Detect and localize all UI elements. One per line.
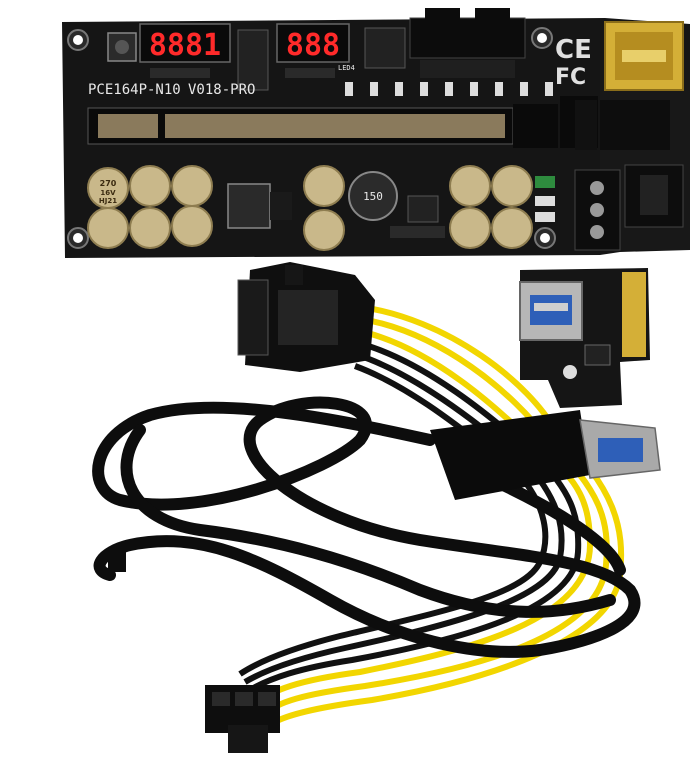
inductor-label: 150 xyxy=(363,190,383,203)
pcie-x1-adapter xyxy=(519,268,650,408)
display-left-digits: 8881 xyxy=(149,28,221,63)
sata-connector-board xyxy=(624,164,684,228)
mounting-hole xyxy=(67,29,89,51)
usb-port-board xyxy=(604,21,684,91)
board-version-label: V018-PRO xyxy=(188,82,255,98)
molex-connector xyxy=(574,169,621,251)
mounting-hole xyxy=(534,227,556,249)
ce-mark: CE xyxy=(555,35,592,65)
capacitor-code: HJ21 xyxy=(99,197,117,205)
reset-button xyxy=(107,32,137,62)
display-right: 888 xyxy=(276,23,350,63)
mounting-hole xyxy=(67,227,89,249)
pcie-slot xyxy=(87,96,598,148)
display-left: 8881 xyxy=(139,23,231,63)
power-cable xyxy=(205,262,625,753)
led-label: LED4 xyxy=(338,64,355,72)
capacitor-cluster-left: 270 16V HJ21 xyxy=(87,165,213,249)
power-socket-top xyxy=(409,8,526,78)
sata-power-plug xyxy=(237,262,375,372)
fcc-mark: FC xyxy=(555,65,586,90)
capacitor-cluster-middle xyxy=(303,165,345,251)
riser-board: 8881 888 PCE164P-N10 V018-PRO LED4 xyxy=(62,8,690,258)
capacitor-rating: 16V xyxy=(100,189,116,197)
board-model-label: PCE164P-N10 xyxy=(88,82,181,98)
inductor: 150 xyxy=(348,171,398,221)
usb-port-adapter xyxy=(519,281,583,341)
usb-cable xyxy=(92,396,661,658)
mounting-hole xyxy=(531,27,553,49)
led-row xyxy=(345,82,553,96)
usb-plug xyxy=(430,410,661,500)
capacitor-voltage: 270 xyxy=(100,179,117,188)
display-right-digits: 888 xyxy=(286,28,340,63)
pcie-6pin-plug xyxy=(205,685,280,753)
capacitor-cluster-right xyxy=(449,165,533,249)
